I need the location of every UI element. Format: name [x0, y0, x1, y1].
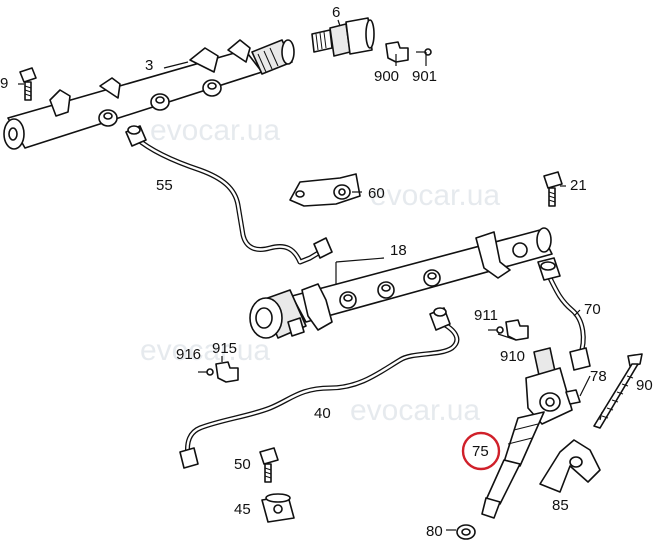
label-911: 911: [474, 307, 498, 324]
label-80: 80: [426, 523, 443, 540]
part-901-pin[interactable]: [416, 48, 432, 56]
label-78: 78: [590, 368, 607, 385]
part-9-bolt[interactable]: [19, 67, 37, 101]
part-21-bolt[interactable]: [543, 171, 563, 207]
label-85: 85: [552, 497, 569, 514]
part-90-stud[interactable]: [593, 353, 643, 429]
label-3: 3: [145, 57, 153, 74]
label-21: 21: [570, 177, 587, 194]
part-45-grommet[interactable]: [261, 493, 295, 523]
part-40-fuel-pipe[interactable]: [179, 307, 460, 469]
callout-labels: 3 6 9 18 21 40 45 50 55 60 70 75 78 80 8…: [0, 4, 653, 540]
label-90: 90: [636, 377, 653, 394]
part-85-clamp[interactable]: [539, 439, 601, 493]
label-75: 75: [472, 443, 489, 460]
part-80-washer[interactable]: [456, 524, 476, 540]
part-18-fuel-rail-lower[interactable]: [249, 227, 553, 339]
label-915: 915: [212, 340, 237, 357]
part-55-fuel-pipe[interactable]: [125, 125, 333, 265]
part-50-bolt[interactable]: [259, 447, 279, 483]
label-901: 901: [412, 68, 437, 85]
label-6: 6: [332, 4, 340, 21]
watermark-3: evocar.ua: [140, 334, 270, 367]
label-900: 900: [374, 68, 399, 85]
part-916-pin[interactable]: [198, 368, 214, 376]
part-70-fuel-pipe[interactable]: [537, 257, 591, 371]
leader-lines: [18, 19, 603, 531]
part-915-connector[interactable]: [215, 361, 239, 383]
label-45: 45: [234, 501, 251, 518]
part-910-connector[interactable]: [505, 319, 529, 341]
part-911-pin[interactable]: [488, 326, 504, 334]
label-70: 70: [584, 301, 601, 318]
label-40: 40: [314, 405, 331, 422]
part-900-connector[interactable]: [385, 41, 409, 63]
part-6-pressure-sensor[interactable]: [311, 17, 375, 57]
watermark-2: evocar.ua: [370, 179, 500, 212]
part-3-fuel-rail-upper[interactable]: [3, 39, 295, 150]
label-60: 60: [368, 185, 385, 202]
label-50: 50: [234, 456, 251, 473]
label-9: 9: [0, 75, 8, 92]
highlight-circle: [461, 431, 501, 471]
part-78-clip[interactable]: [565, 389, 581, 405]
label-910: 910: [500, 348, 525, 365]
watermarks: evocar.ua evocar.ua evocar.ua evocar.ua: [140, 114, 500, 427]
part-75-injector[interactable]: [481, 347, 573, 519]
part-60-bracket[interactable]: [289, 173, 361, 207]
label-916: 916: [176, 346, 201, 363]
watermark-1: evocar.ua: [150, 114, 280, 147]
label-55: 55: [156, 177, 173, 194]
label-18: 18: [390, 242, 407, 259]
watermark-4: evocar.ua: [350, 394, 480, 427]
